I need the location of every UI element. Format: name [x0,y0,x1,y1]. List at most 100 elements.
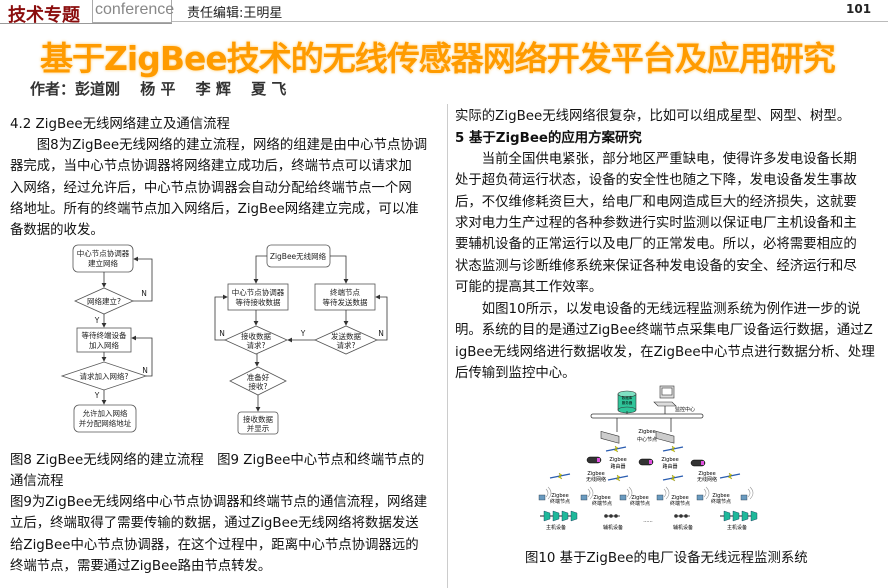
aux-device-icon [614,514,618,518]
main-device-icon [570,510,578,522]
figure10-diagram: 数据库 服务器 监控中心 Zigbee 中心节点 Zigbee 路由器 Zigb… [538,385,758,531]
router-led [649,460,652,464]
article-authors: 作者：彭道刚 杨 平 李 辉 夏 飞 [30,80,287,98]
terminal-label: Zigbee [671,495,688,501]
signal-icon [747,486,754,500]
terminal-label: Zigbee [551,493,568,499]
text-line: 立后，终端取得了需要传输的数据，通过ZigBee无线网络将数据发送 [10,516,419,532]
lightning-icon [670,474,676,482]
fig9-no-label: N [378,329,384,338]
signal-icon [587,486,594,500]
terminal-label: 终端节点 [670,500,690,507]
aux-device-label: 辅机设备 [603,524,623,531]
fig8-start-line1: 中心节点协调器 [77,248,130,258]
text-line: 当前全国供电紧张，部分地区严重缺电，使得许多发电设备长期 [455,152,857,167]
router-label: 路由器 [610,463,625,470]
fig8-end-line2: 并分配网络地址 [79,418,132,428]
terminal-label: Zigbee [712,493,729,499]
text-line: 可能的提高其工作效率。 [455,279,603,295]
database-label: 数据库 [622,395,633,400]
main-device-label: 主机设备 [727,524,747,531]
page-number: 101 [846,2,872,16]
fig8-yes-label: Y [94,316,100,325]
fig9-coordinator-box [227,283,289,311]
section-brand: 技术专题 [8,5,80,26]
main-device-label: 主机设备 [546,524,566,531]
fig8-decision2-label: 请求加入网络? [80,371,129,381]
fig8-wait-line1: 等待终端设备 [82,330,127,340]
fig8-yes-label: Y [94,391,100,400]
router-label: 路由器 [662,463,677,470]
fig9-ready-decision [229,366,287,396]
center-node-icon [655,430,675,444]
main-device-icon [750,510,758,522]
center-node-label: Zigbee [638,429,655,435]
main-device-icon [552,510,560,522]
fig9-end-line1: 接收数据 [243,414,273,424]
network-bus [590,413,704,419]
main-device-icon [543,510,551,522]
fig9-ready-line2: 接收? [249,381,268,391]
fig9-end-box [237,411,279,435]
fig9-end-line2: 并显示 [247,423,270,433]
terminal-label: Zigbee [593,495,610,501]
aux-device-label: 辅机设备 [673,524,693,531]
fig8-start-box [72,244,134,273]
fig9-receive-line2: 请求? [247,340,266,350]
aux-device-icon [609,514,613,518]
fig8-end-box [73,404,137,433]
text-line: igBee无线网络进行数据收发，在ZigBee中心节点进行数据分析、处理 [455,344,875,360]
signal-icon [545,486,552,500]
terminal-node-icon [580,494,588,501]
terminal-node-icon [656,494,664,501]
terminal-label: 终端节点 [630,500,650,507]
flowcharts: 中心节点协调器 建立网络 网络建立? 等待终端设备 加入网络 请求加入网络? 允… [60,244,388,435]
center-node-icon [600,431,620,444]
router-led [701,461,704,465]
fig9-send-line2: 请求? [337,340,356,350]
column-divider [447,104,448,588]
wireless-label: 无线网络 [697,476,717,483]
terminal-node-icon [538,494,546,501]
center-node-label: 中心节点 [637,436,657,443]
main-device-icon [732,510,740,522]
monitor-center-label: 监控中心 [675,406,695,413]
figure10-caption: 图10 基于ZigBee的电厂设备无线远程监测系统 [525,551,808,566]
router-label: Zigbee [609,457,626,463]
lightning-icon [670,445,676,453]
text-line: 给ZigBee中心节点协调器，在这个过程中，距离中心节点协调器远的 [10,537,419,553]
terminal-node-icon [619,494,627,501]
fig9-terminal-line2: 等待发送数据 [323,297,368,307]
figure8-flowchart [60,244,153,433]
server-database-icon [617,390,637,414]
database-label: 服务器 [622,400,633,405]
article-title: 基于ZigBee技术的无线传感器网络开发平台及应用研究 [40,39,836,78]
fig9-terminal-line1: 终端节点 [330,287,360,297]
text-line: 如图10所示，以发电设备的无线远程监测系统为例作进一步的说 [455,302,861,317]
aux-device-icon [674,514,678,518]
figure9-flowchart [214,244,388,435]
fig9-no-label: N [219,329,225,338]
router-label: Zigbee [661,457,678,463]
fig9-coordinator-line1: 中心节点协调器 [232,287,285,297]
text-line: 处于超负荷运行状态，设备的安全性也随之下降，发电设备发生事故 [455,173,857,189]
ellipsis: ...... [643,518,653,524]
fig9-yes-label: Y [300,329,306,338]
fig9-top-label: ZigBee无线网络 [270,251,327,261]
text-line: 求对电力生产过程的各种参数进行实时监测以保证电厂主机设备和主 [455,215,857,231]
text-line: 图8为ZigBee无线网络的建立流程，网络的组建是由中心节点协调 [10,138,428,153]
fig9-send-line1: 发送数据 [331,331,361,341]
text-line: 明。系统的目的是通过ZigBee终端节点采集电厂设备运行数据，通过Z [455,323,873,339]
lightning-icon [615,474,621,482]
wireless-label: 无线网络 [586,476,606,483]
text-line: 要辅机设备的正常运行以及电厂的正常发电。所以，必将需要相应的 [455,237,857,253]
terminal-label: 终端节点 [592,500,612,507]
text-line: 后传输到监控中心。 [455,365,576,381]
text-line: 通信流程 [10,474,64,490]
fig9-ready-line1: 准备好 [247,372,270,382]
network-nodes [538,430,758,522]
text-line: 状态监测与诊断维修系统来保证各种发电设备的安全、经济运行和尽 [455,258,857,274]
fig8-end-line1: 允许加入网络 [83,408,128,418]
lightning-icon [557,472,563,480]
conference-label: conference [95,1,175,18]
